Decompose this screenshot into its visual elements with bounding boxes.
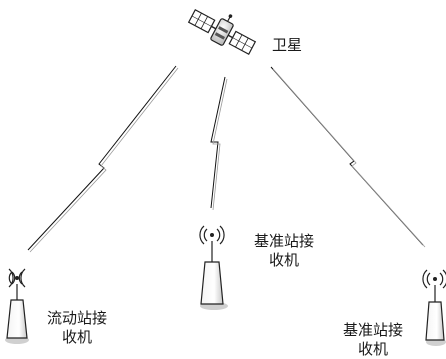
antenna-receiver-icon — [425, 301, 445, 341]
radio-waves-icon — [422, 269, 446, 289]
satellite-body — [210, 18, 234, 46]
base-station-right-receiver — [422, 269, 446, 346]
satellite-label: 卫星 — [272, 36, 303, 54]
signal-link-right — [270, 66, 424, 246]
base-station-right-label-line1: 基准站接 — [343, 321, 404, 339]
base-station-center-receiver — [199, 225, 228, 310]
gnss-diagram — [5, 9, 446, 346]
signal-link-center-shadow — [212, 78, 228, 211]
signal-link-left — [27, 65, 177, 251]
radio-waves-icon — [199, 225, 225, 245]
signal-link-left-shadow — [29, 67, 179, 253]
satellite-panel-top — [187, 9, 216, 34]
base-station-center-label-line1: 基准站接 — [254, 232, 315, 250]
base-station-right-label: 基准站接 收机 — [343, 321, 403, 359]
radio-waves-icon — [8, 268, 26, 288]
rover-station-receiver — [5, 268, 29, 344]
antenna-receiver-icon — [6, 299, 28, 339]
base-station-center-label-line2: 收机 — [269, 251, 300, 269]
rover-station-label-line1: 流动站接 — [47, 309, 108, 327]
signal-link-right-shadow — [272, 68, 426, 248]
satellite-panel-bottom — [228, 30, 257, 55]
rover-station-label-line2: 收机 — [62, 328, 93, 346]
satellite-icon — [187, 9, 257, 55]
rover-station-label: 流动站接 收机 — [47, 309, 107, 347]
base-station-center-label: 基准站接 收机 — [254, 232, 314, 270]
antenna-receiver-icon — [200, 261, 224, 305]
signal-link-center — [210, 76, 226, 209]
